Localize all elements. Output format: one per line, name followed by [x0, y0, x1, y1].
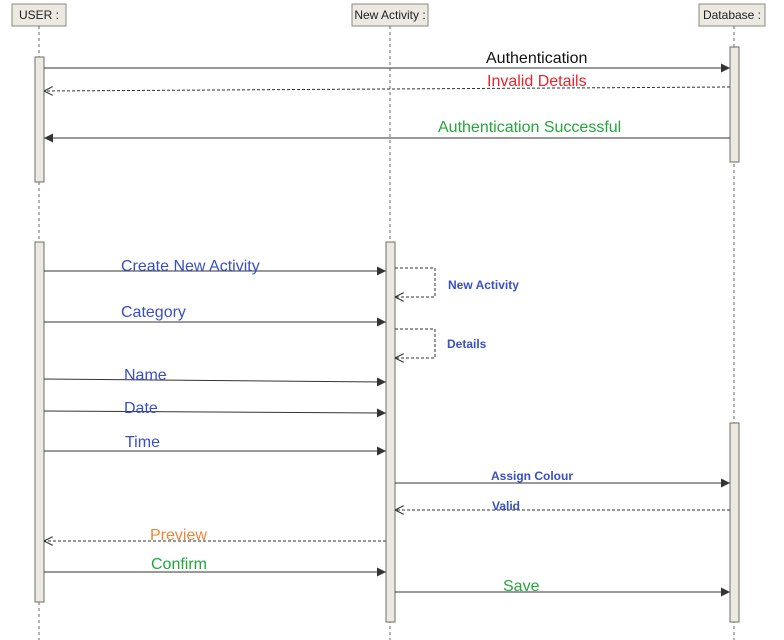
message-label-valid: Valid	[492, 499, 520, 513]
message-label-save: Save	[503, 578, 540, 595]
message-label-date: Date	[124, 400, 158, 417]
message-label-authentication: Authentication	[486, 50, 587, 67]
message-label-time: Time	[125, 434, 160, 451]
message-arrow-invalid-details	[44, 87, 731, 91]
self-message-new-activity	[395, 267, 436, 297]
activation-bar-user-2	[34, 241, 45, 603]
message-label-assign-colour: Assign Colour	[491, 469, 573, 483]
message-label-authentication-successful: Authentication Successful	[438, 119, 621, 136]
message-label-details: Details	[447, 337, 487, 351]
activation-bar-database-1	[729, 46, 740, 163]
message-label-invalid-details: Invalid Details	[487, 73, 587, 90]
lifeline-head-activity: New Activity :	[351, 3, 429, 27]
message-label-preview: Preview	[150, 527, 207, 544]
activation-bar-user-1	[34, 56, 45, 183]
self-message-details	[395, 328, 436, 358]
lifeline-label-activity: New Activity :	[354, 8, 425, 22]
message-arrow-date	[43, 408, 387, 418]
lifeline-head-user: USER :	[11, 3, 67, 27]
lifeline-head-database: Database :	[698, 3, 766, 27]
lifeline-label-database: Database :	[703, 8, 761, 22]
activation-bar-database-2	[729, 422, 740, 623]
lifeline-label-user: USER :	[19, 8, 59, 22]
activation-bar-activity	[385, 241, 396, 623]
message-label-new-activity: New Activity	[448, 278, 519, 292]
message-label-create-new-activity: Create New Activity	[121, 258, 260, 275]
message-arrow-name	[43, 377, 387, 387]
message-label-confirm: Confirm	[151, 556, 207, 573]
message-label-category: Category	[121, 304, 186, 321]
message-label-name: Name	[124, 367, 167, 384]
